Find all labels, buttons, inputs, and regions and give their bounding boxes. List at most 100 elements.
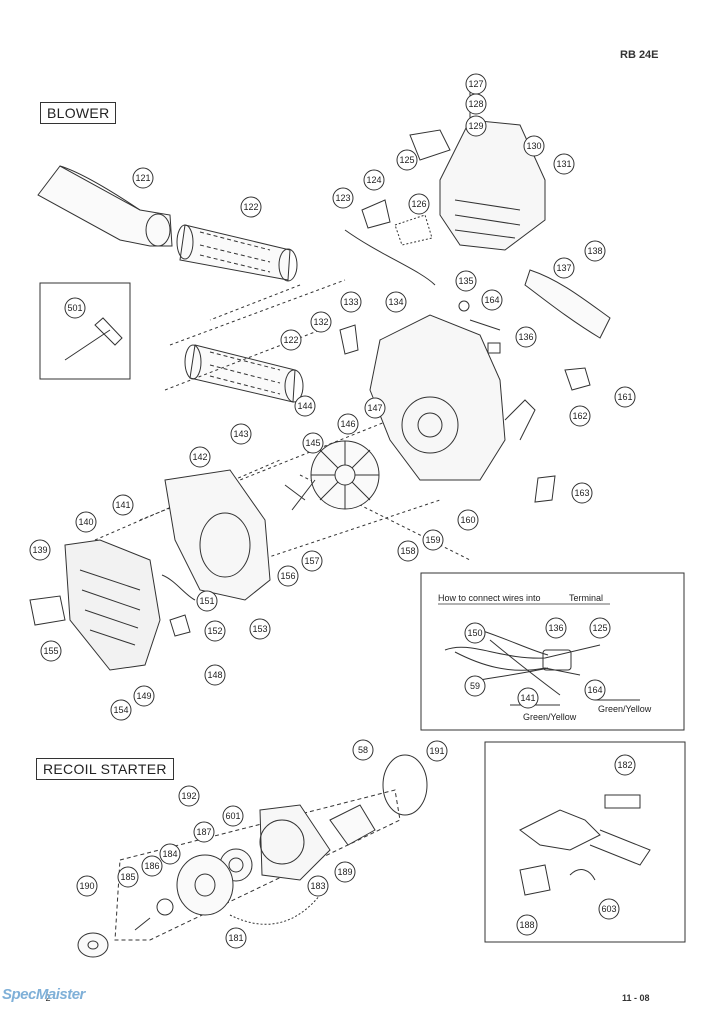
- green-yellow-label-2: Green/Yellow: [598, 704, 652, 714]
- callout-circle: [40, 640, 62, 662]
- callout-146: 146: [337, 413, 359, 435]
- callout-circle: [301, 550, 323, 572]
- callout-number: 162: [572, 411, 587, 421]
- starter-inset-box: [484, 741, 686, 943]
- callout-circle: [465, 93, 487, 115]
- callout-number: 158: [400, 546, 415, 556]
- callout-155: 155: [40, 640, 62, 662]
- callout-number: 159: [425, 535, 440, 545]
- callout-circle: [553, 257, 575, 279]
- blower-pipe-part-122-lower: [184, 344, 304, 403]
- callout-number: 124: [366, 175, 381, 185]
- callout-131: 131: [553, 153, 575, 175]
- callout-circle: [76, 875, 98, 897]
- callout-circle: [515, 326, 537, 348]
- callout-129: 129: [465, 115, 487, 137]
- callout-number: 145: [305, 438, 320, 448]
- callout-163: 163: [571, 482, 593, 504]
- callout-number: 184: [162, 849, 177, 859]
- callout-circle: [277, 565, 299, 587]
- callout-number: 125: [399, 155, 414, 165]
- callout-159: 159: [422, 529, 444, 551]
- callout-152: 152: [204, 620, 226, 642]
- main-housing-part-160: [369, 314, 536, 481]
- callout-circle: [584, 240, 606, 262]
- callout-127: 127: [465, 73, 487, 95]
- wiring-title-text: How to connect wires into: [438, 593, 541, 603]
- callout-number: 192: [181, 791, 196, 801]
- callout-number: 154: [113, 705, 128, 715]
- callout-58: 58: [352, 739, 374, 761]
- recoil-starter-section-label: RECOIL STARTER: [36, 758, 174, 780]
- revision-date: 11 - 08: [622, 993, 650, 1003]
- callout-circle: [189, 446, 211, 468]
- callout-151: 151: [196, 590, 218, 612]
- callout-192: 192: [178, 785, 200, 807]
- wiring-inset-box: [420, 572, 685, 731]
- callout-148: 148: [204, 664, 226, 686]
- callout-number: 123: [335, 193, 350, 203]
- callout-142: 142: [189, 446, 211, 468]
- callout-circle: [545, 617, 567, 639]
- callout-circle: [426, 740, 448, 762]
- callout-number: 139: [32, 545, 47, 555]
- callout-140: 140: [75, 511, 97, 533]
- callout-59: 59: [464, 675, 486, 697]
- callout-128: 128: [465, 93, 487, 115]
- callout-circle: [310, 311, 332, 333]
- callout-circle: [385, 291, 407, 313]
- callout-144: 144: [294, 395, 316, 417]
- callout-number: 129: [468, 121, 483, 131]
- callout-circle: [422, 529, 444, 551]
- callout-circle: [334, 861, 356, 883]
- callout-137: 137: [553, 257, 575, 279]
- callout-number: 161: [617, 392, 632, 402]
- callout-circle: [302, 432, 324, 454]
- callout-number: 149: [136, 691, 151, 701]
- callout-circle: [294, 395, 316, 417]
- callout-number: 601: [225, 811, 240, 821]
- callout-164: 164: [481, 289, 503, 311]
- callout-circle: [133, 685, 155, 707]
- callout-number: 141: [115, 500, 130, 510]
- callout-160: 160: [457, 509, 479, 531]
- callout-circle: [280, 329, 302, 351]
- callout-161: 161: [614, 386, 636, 408]
- callout-136: 136: [515, 326, 537, 348]
- callout-153: 153: [249, 618, 271, 640]
- label-part-163: [534, 475, 556, 503]
- callout-circle: [141, 855, 163, 877]
- model-label: RB 24E: [620, 49, 659, 61]
- callout-182: 182: [614, 754, 636, 776]
- wiring-title-suffix: Terminal: [569, 593, 603, 603]
- callout-number: 155: [43, 646, 58, 656]
- callout-154: 154: [110, 699, 132, 721]
- callout-circle: [222, 805, 244, 827]
- nut-part-135: [458, 300, 470, 312]
- callout-136: 136: [545, 617, 567, 639]
- callout-158: 158: [397, 540, 419, 562]
- blower-section-label: BLOWER: [40, 102, 117, 124]
- callout-number: 501: [67, 303, 82, 313]
- callout-circle: [225, 927, 247, 949]
- callout-130: 130: [523, 135, 545, 157]
- callout-circle: [178, 785, 200, 807]
- callout-183: 183: [307, 875, 329, 897]
- callout-circle: [196, 590, 218, 612]
- callout-number: 151: [199, 596, 214, 606]
- callout-150: 150: [464, 622, 486, 644]
- callout-number: 190: [79, 881, 94, 891]
- callout-134: 134: [385, 291, 407, 313]
- callout-125: 125: [396, 149, 418, 171]
- callout-149: 149: [133, 685, 155, 707]
- callout-circle: [584, 679, 606, 701]
- callout-circle: [249, 618, 271, 640]
- recoil-starter-group: [114, 754, 428, 941]
- callout-number: 122: [283, 335, 298, 345]
- callout-circle: [230, 423, 252, 445]
- callout-number: 160: [460, 515, 475, 525]
- callout-circle: [589, 617, 611, 639]
- callout-number: 164: [587, 685, 602, 695]
- callout-191: 191: [426, 740, 448, 762]
- engine-cover-part-140: [64, 539, 161, 671]
